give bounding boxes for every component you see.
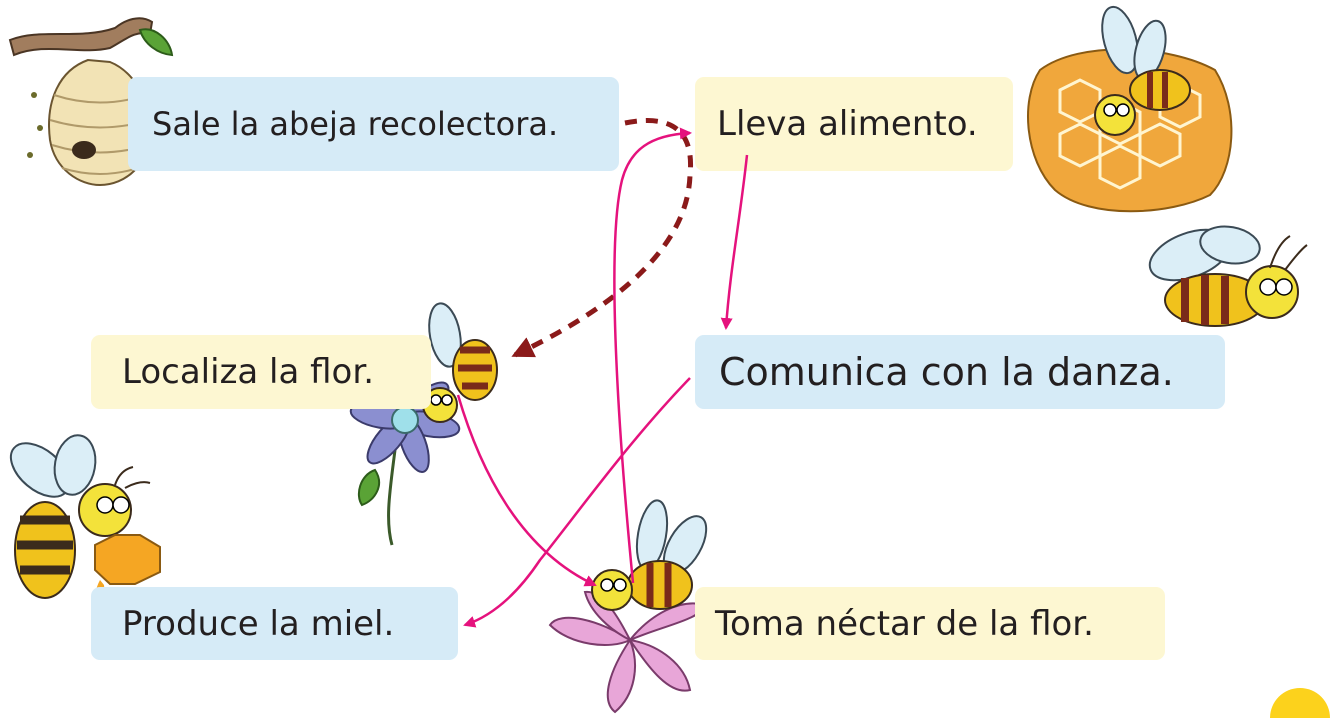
bee-on-honeycomb-illustration <box>1027 5 1233 213</box>
arrow-lleva-to-comunica <box>720 154 749 330</box>
corner-accent-circle <box>1270 688 1330 718</box>
step-produce-label: Produce la miel. <box>122 603 395 644</box>
step-toma-label: Toma néctar de la flor. <box>715 603 1094 644</box>
arrow-toma-to-lleva <box>613 127 692 584</box>
bee-on-pink-flower-illustration <box>548 499 708 714</box>
step-comunica-label: Comunica con la danza. <box>719 350 1174 394</box>
step-localiza-label: Localiza la flor. <box>122 352 375 392</box>
step-comunica-box: Comunica con la danza. <box>695 335 1225 409</box>
arrow-localiza-to-toma <box>456 394 597 587</box>
flying-bee-illustration <box>1148 225 1308 327</box>
step-localiza-box: Localiza la flor. <box>91 335 431 409</box>
arrow-comunica-to-produce <box>463 377 691 628</box>
step-produce-box: Produce la miel. <box>91 587 458 660</box>
step-sale-box: Sale la abeja recolectora. <box>128 77 619 171</box>
bee-holding-honeycomb-illustration <box>9 434 161 605</box>
step-sale-label: Sale la abeja recolectora. <box>152 105 559 143</box>
step-lleva-box: Lleva alimento. <box>695 77 1013 171</box>
step-toma-box: Toma néctar de la flor. <box>695 587 1165 660</box>
step-lleva-label: Lleva alimento. <box>717 104 978 144</box>
beehive-illustration <box>8 17 174 187</box>
arrow-sale-to-localiza <box>511 118 694 358</box>
